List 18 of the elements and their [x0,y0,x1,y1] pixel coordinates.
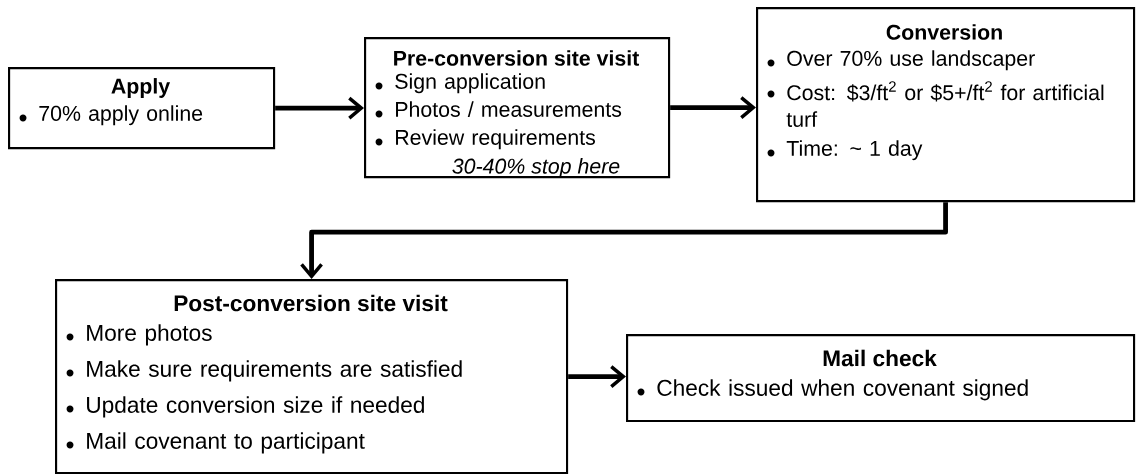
arrow [568,365,626,388]
bullet-item: 70% apply online [19,105,203,126]
arrow [275,96,364,120]
bullet-item: Review requirements [375,129,595,150]
bullet-item: Over 70% use landscaper [767,50,1035,71]
node-label: Pre-conversion site visit [394,50,640,66]
bullet-item: Cost: $3/ft$^{2}$ or $5+/ft$^{2}$ for artificial turf [767,81,1104,127]
arrow [300,202,948,279]
node-label: 30-40% stop here [452,158,620,178]
arrow [670,96,756,119]
bullet-item: Update conversion size if needed [66,396,424,418]
bullet-item: More photos [66,324,212,346]
bullet-item: Check issued when covenant signed [637,379,1028,401]
bullet-item: Mail covenant to participant [66,432,365,454]
bullet-item: Photos / measurements [375,101,622,118]
bullet-item: Sign application [375,73,545,94]
bullet-item: Make sure requirements are satisfied [66,360,462,382]
bullet-item: Time: ~ 1 day [767,140,923,161]
